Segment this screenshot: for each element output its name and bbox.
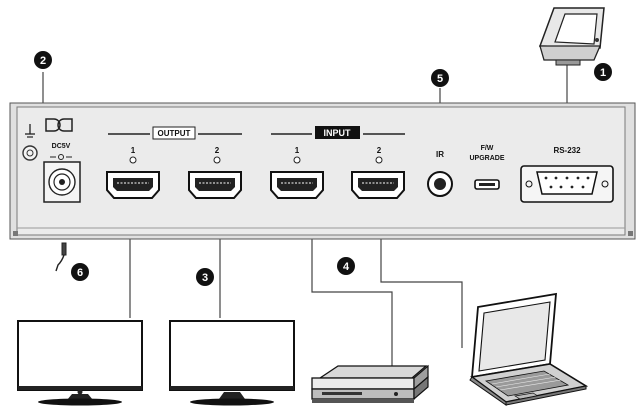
ground-screw-icon: [22, 124, 38, 161]
callout-3-badge: 3: [196, 268, 214, 286]
dc-polarity-icon: [50, 154, 72, 160]
fw-label-line1: F/W: [481, 145, 494, 152]
svg-text:2: 2: [40, 55, 46, 67]
input-group-header: INPUT: [271, 126, 405, 139]
input-port-1-number: 1: [295, 146, 300, 155]
input-2-cable: [380, 238, 463, 348]
callout-5-badge: 5: [431, 69, 449, 87]
touch-panel-controller-icon: [538, 7, 605, 66]
callout-2-badge: 2: [34, 51, 52, 69]
input-2-led-icon: [375, 156, 383, 164]
callout-6-badge: 6: [71, 263, 89, 281]
output-label: OUTPUT: [158, 129, 191, 138]
callout-1-badge: 1: [594, 63, 612, 81]
rs232-label: RS-232: [553, 146, 581, 155]
hdmi-output-port-1[interactable]: [106, 171, 160, 199]
port-leds: [129, 156, 383, 164]
svg-text:4: 4: [343, 261, 350, 273]
output-port-2-number: 2: [215, 146, 220, 155]
output-port-1-number: 1: [131, 146, 136, 155]
input-1-cable: [311, 238, 393, 368]
input-label: INPUT: [324, 128, 352, 138]
output-1-led-icon: [129, 156, 137, 164]
monitor-1-icon: [17, 320, 143, 406]
input-port-2-number: 2: [377, 146, 382, 155]
media-player-icon: [311, 364, 429, 403]
svg-text:5: 5: [437, 73, 443, 85]
input-1-led-icon: [293, 156, 301, 164]
fw-upgrade-usb-port[interactable]: [474, 179, 500, 190]
power-adapter-icon: [55, 242, 67, 272]
dc-power-jack[interactable]: [43, 161, 81, 203]
brand-logo-icon: [45, 118, 73, 132]
ir-label: IR: [436, 150, 444, 159]
output-group-header: OUTPUT: [108, 126, 242, 140]
hdmi-input-port-1[interactable]: [270, 171, 324, 199]
svg-text:1: 1: [600, 67, 606, 79]
ir-port[interactable]: [427, 171, 453, 197]
svg-text:3: 3: [202, 272, 208, 284]
monitor-2-icon: [169, 320, 295, 406]
output-2-led-icon: [213, 156, 221, 164]
rs232-serial-port[interactable]: [520, 165, 614, 203]
dc-label: DC5V: [52, 143, 71, 150]
svg-text:6: 6: [77, 267, 83, 279]
hdmi-input-port-2[interactable]: [351, 171, 405, 199]
callout-4-badge: 4: [337, 257, 355, 275]
laptop-icon: [469, 292, 589, 406]
fw-label-line2: UPGRADE: [469, 155, 504, 162]
hdmi-output-port-2[interactable]: [188, 171, 242, 199]
